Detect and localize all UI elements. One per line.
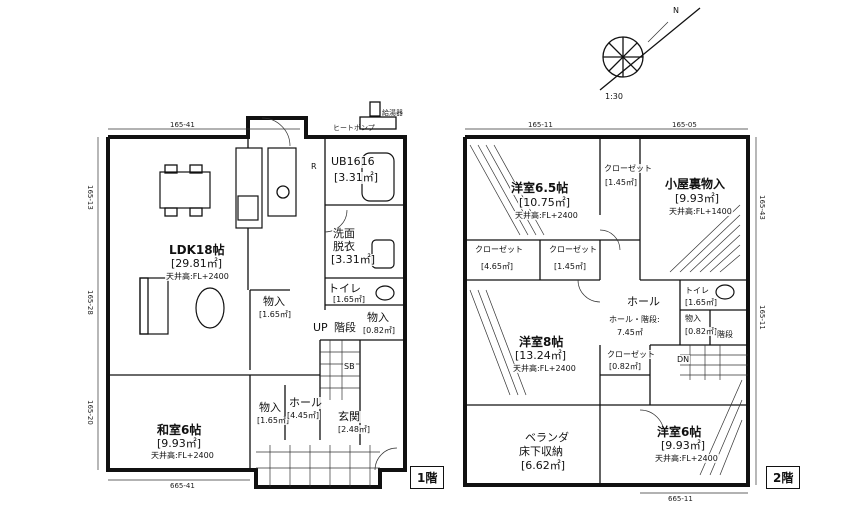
f1-dim-left1: 165-13 (86, 185, 94, 210)
genkan-tile (256, 445, 380, 487)
f1-hall-area: [4.45㎡] (286, 411, 321, 420)
bed1-area: [10.75㎡] (518, 196, 572, 209)
shoebox-label: SB (343, 362, 356, 371)
bed3-ceiling: 天井高:FL+2400 (654, 454, 719, 463)
compass-rose (599, 7, 701, 91)
veranda-name: ベランダ (524, 431, 570, 444)
f2-toilet-area: [1.65㎡] (684, 298, 719, 307)
cl3-name: クローゼット (548, 245, 598, 254)
scale-label: 1:30 (604, 92, 624, 101)
f2-hall-area: 7.45㎡ (616, 328, 644, 337)
cl2-name: クローゼット (474, 245, 524, 254)
genkan-name: 玄関 (337, 410, 361, 423)
washitsu-ceiling: 天井高:FL+2400 (150, 451, 215, 460)
bath-area: [3.31㎡] (333, 171, 380, 184)
bed2-ceiling: 天井高:FL+2400 (512, 364, 577, 373)
attic-ceiling: 天井高:FL+1400 (668, 207, 733, 216)
floor1-title: 1階 (410, 466, 445, 489)
f2-storage-area: [0.82㎡] (684, 327, 719, 336)
attic-area: [9.93㎡] (674, 192, 721, 205)
f2-dim-top1: 165-11 (528, 121, 553, 129)
f1-dim-bottom: 665-41 (170, 482, 195, 490)
f1-stairs-label: 階段 (333, 321, 357, 334)
water-heater-label: 給湯器 (382, 109, 403, 117)
storage2-area: [0.82㎡] (362, 326, 397, 335)
ldk-ceiling: 天井高:FL+2400 (165, 272, 230, 281)
f2-dn-label: DN (676, 355, 691, 364)
heat-pump-label: ヒートポンプ (333, 124, 375, 132)
f1-toilet-name: トイレ (327, 282, 362, 295)
f2-storage-name: 物入 (684, 314, 702, 323)
f1-hall-name: ホール (288, 396, 323, 409)
bed1-name: 洋室6.5帖 (510, 181, 570, 195)
f1-dim-left2: 165-28 (86, 290, 94, 315)
washroom-name: 洗面 (332, 227, 356, 240)
bed3-name: 洋室6帖 (656, 425, 703, 439)
cl3-area: [1.45㎡] (553, 262, 588, 271)
ldk-name: LDK18帖 (168, 243, 226, 257)
washroom-sub: 脱衣 (332, 240, 356, 253)
f1-dim-top: 165-41 (170, 121, 195, 129)
f2-hall-name: ホール (626, 295, 661, 308)
washitsu-area: [9.93㎡] (156, 437, 203, 450)
f2-hall-sub: ホール・階段: (608, 315, 661, 324)
washitsu-name: 和室6帖 (156, 423, 203, 437)
storage3-area: [1.65㎡] (256, 416, 291, 425)
f2-dim-bottom: 665-11 (668, 495, 693, 503)
cl1-name: クローゼット (603, 164, 653, 173)
genkan-area: [2.48㎡] (337, 425, 372, 434)
f1-toilet-area: [1.65㎡] (332, 295, 367, 304)
bed2-name: 洋室8帖 (518, 335, 565, 349)
f2-dim-top2: 165-05 (672, 121, 697, 129)
compass-north-label: N (672, 6, 680, 15)
washroom-area: [3.31㎡] (330, 253, 377, 266)
floor2-plan (463, 128, 757, 494)
veranda-sub: 床下収納 (518, 445, 564, 458)
veranda-area: [6.62㎡] (520, 459, 567, 472)
stairs-up-label: UP (312, 321, 329, 334)
bed2-area: [13.24㎡] (514, 349, 568, 362)
f2-toilet-name: トイレ (684, 286, 710, 295)
floor2-stairs (680, 345, 748, 380)
bed2-slope-hatch (469, 289, 527, 396)
floor1-plan (97, 101, 407, 489)
f2-dim-right2: 165-11 (758, 305, 766, 330)
f2-stairs-label: 階段 (716, 330, 734, 339)
floor2-title: 2階 (766, 466, 801, 489)
attic-name: 小屋裏物入 (664, 177, 727, 191)
storage2-name: 物入 (366, 311, 390, 324)
cl1-area: [1.45㎡] (604, 178, 639, 187)
f1-dim-left3: 165-20 (86, 400, 94, 425)
bed1-ceiling: 天井高:FL+2400 (514, 211, 579, 220)
bath-name: UB1616 (330, 155, 376, 168)
storage3-name: 物入 (258, 401, 282, 414)
cl4-area: [0.82㎡] (608, 362, 643, 371)
ref-label: R (310, 162, 318, 171)
bed3-area: [9.93㎡] (660, 439, 707, 452)
storage1-name: 物入 (262, 295, 286, 308)
ldk-area: [29.81㎡] (170, 257, 224, 270)
cl2-area: [4.65㎡] (480, 262, 515, 271)
cl4-name: クローゼット (606, 350, 656, 359)
attic-slope-hatch (669, 204, 741, 273)
f2-dim-right1: 165-43 (758, 195, 766, 220)
storage1-area: [1.65㎡] (258, 310, 293, 319)
